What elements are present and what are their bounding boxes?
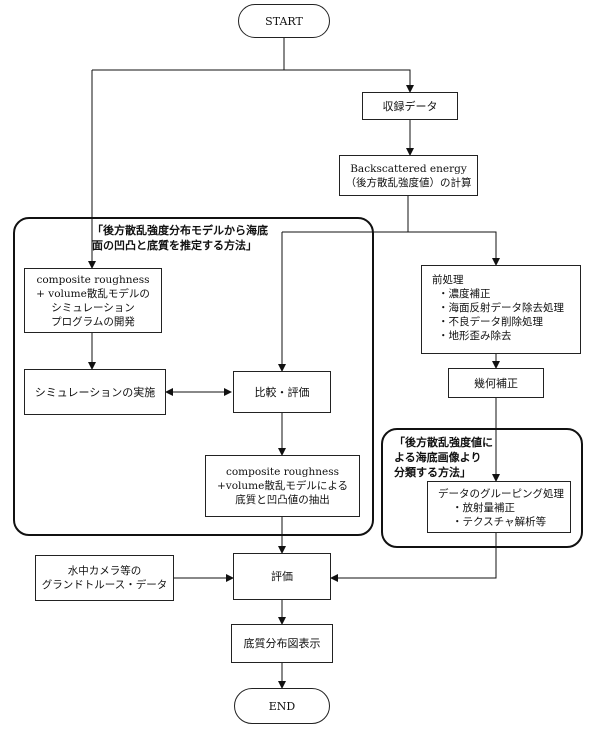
method1-title: 「後方散乱強度分布モデルから海底 面の凹凸と底質を推定する方法」: [92, 223, 268, 253]
to-preprocess-arrow: [408, 231, 500, 266]
start-terminal: START: [238, 4, 330, 38]
sim-program-box: composite roughness + volume散乱モデルの シミュレー…: [24, 268, 162, 333]
grouping-to-evaluation-arrow: [330, 533, 497, 582]
branch-right-arrow: [92, 69, 414, 93]
grouping-item-texture: ・テクスチャ解析等: [452, 516, 547, 528]
backscatter-line-1: Backscattered energy: [350, 162, 467, 175]
recording-data-box: 収録データ: [362, 92, 458, 120]
method2-title-line-3: 分類する方法」: [394, 466, 471, 479]
distribution-map-box: 底質分布図表示: [231, 624, 333, 663]
sim-exec-label: シミュレーションの実施: [34, 385, 156, 399]
preprocess-item-baddata: ・不良データ削除処理: [438, 316, 543, 328]
end-terminal: END: [234, 688, 330, 724]
extract-line-3: 底質と凹凸値の抽出: [235, 494, 330, 506]
sim-program-line-4: プログラムの開発: [51, 315, 135, 328]
backscatter-calc-box: Backscattered energy （後方散乱強度値）の計算: [339, 155, 478, 196]
method1-title-line-2: 面の凹凸と底質を推定する方法」: [92, 239, 257, 252]
sim-program-line-3: シミュレーション: [51, 301, 135, 314]
preprocess-item-density: ・濃度補正: [438, 288, 491, 300]
ground-truth-line-2: グランドトルース・データ: [41, 579, 168, 591]
preprocess-item-surface: ・海面反射データ除去処理: [438, 302, 564, 314]
backscatter-line-2: （後方散乱強度値）の計算: [345, 176, 472, 189]
grouping-box: データのグルーピング処理 ・放射量補正 ・テクスチャ解析等: [427, 481, 571, 533]
grouping-item-radiometric: ・放射量補正: [452, 502, 515, 514]
distribution-map-label: 底質分布図表示: [243, 637, 321, 650]
sim-exec-box: シミュレーションの実施: [24, 369, 166, 415]
grouping-title: データのグルーピング処理: [438, 488, 564, 500]
method1-title-line-1: 「後方散乱強度分布モデルから海底: [92, 224, 268, 237]
method2-title-line-1: 「後方散乱強度値に: [394, 436, 493, 449]
compare-label: 比較・評価: [254, 385, 310, 399]
start-label: START: [265, 14, 303, 28]
extract-line-2: +volume散乱モデルによる: [216, 480, 349, 492]
preprocess-title: 前処理: [432, 274, 464, 286]
ground-truth-box: 水中カメラ等の グランドトルース・データ: [35, 555, 174, 601]
compare-box: 比較・評価: [233, 371, 331, 413]
preprocess-item-terrain: ・地形歪み除去: [438, 330, 512, 342]
preprocess-box: 前処理 ・濃度補正 ・海面反射データ除去処理 ・不良データ削除処理 ・地形歪み除…: [421, 265, 581, 354]
method1-group-frame: [13, 217, 374, 536]
method2-title-line-2: よる海底画像より: [394, 451, 482, 464]
evaluation-box: 評価: [233, 553, 331, 600]
sim-program-line-2: + volume散乱モデルの: [36, 287, 150, 300]
geometric-box: 幾何補正: [448, 368, 544, 398]
recording-data-label: 収録データ: [382, 99, 438, 113]
end-label: END: [268, 699, 296, 713]
extract-box: composite roughness +volume散乱モデルによる 底質と凹…: [205, 455, 360, 517]
ground-truth-line-1: 水中カメラ等の: [67, 565, 142, 577]
method2-group-frame: [381, 428, 583, 548]
method2-title: 「後方散乱強度値に よる海底画像より 分類する方法」: [394, 435, 493, 480]
geometric-label: 幾何補正: [474, 376, 518, 390]
extract-line-1: composite roughness: [225, 466, 340, 478]
sim-program-line-1: composite roughness: [36, 273, 150, 286]
evaluation-label: 評価: [271, 570, 293, 583]
